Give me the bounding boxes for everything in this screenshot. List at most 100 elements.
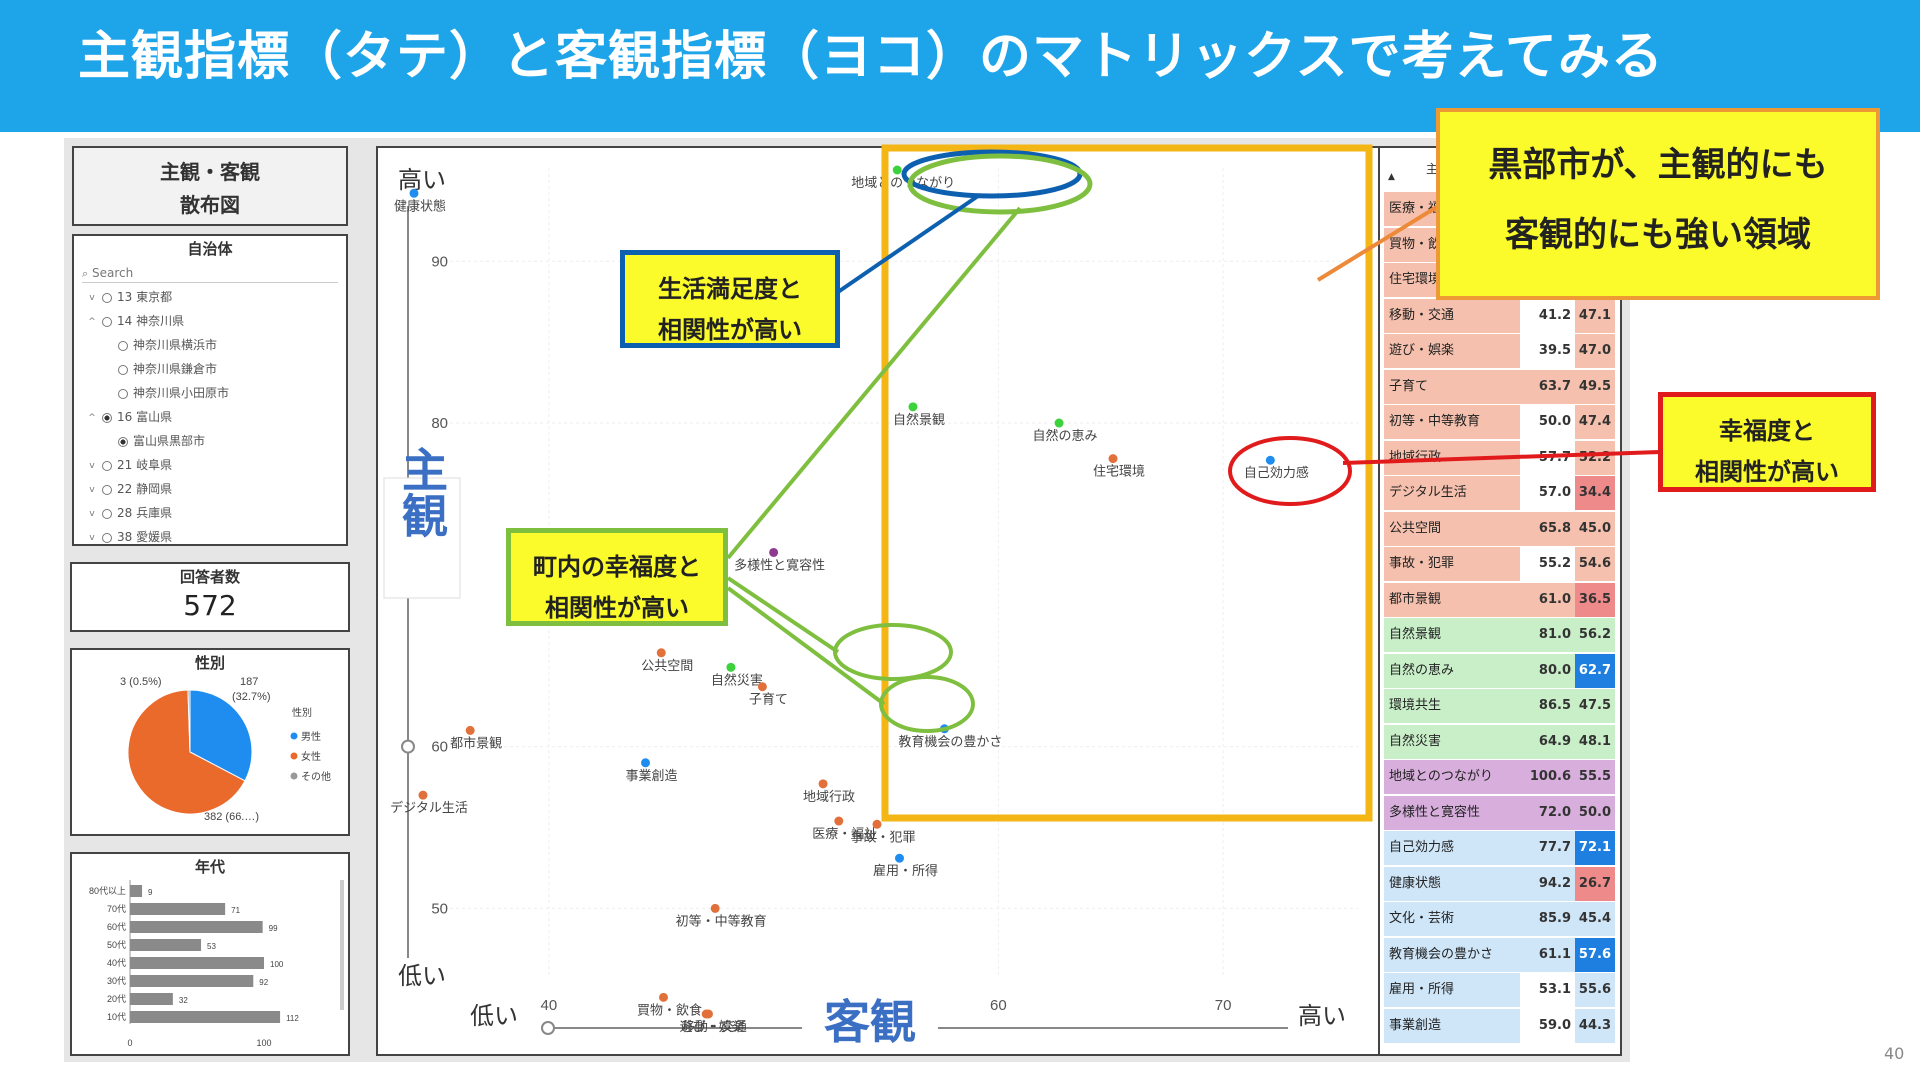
pie-legend-item: 女性 xyxy=(301,750,321,763)
radio-icon[interactable] xyxy=(118,436,128,447)
slicer-item-label: 13 東京都 xyxy=(117,290,173,304)
scatter-point[interactable] xyxy=(834,816,844,826)
chevron-up-icon[interactable]: ^ xyxy=(88,316,96,327)
pie-slice[interactable] xyxy=(187,689,191,753)
radio-icon[interactable] xyxy=(102,484,112,495)
y-axis-slider-handle[interactable] xyxy=(401,739,415,754)
chevron-up-icon[interactable]: ^ xyxy=(88,412,96,423)
slicer-item[interactable]: 神奈川県鎌倉市 xyxy=(86,357,346,381)
age-bar[interactable] xyxy=(130,957,264,969)
pie-slice[interactable] xyxy=(189,689,253,782)
radio-icon[interactable] xyxy=(118,340,128,351)
age-bar[interactable] xyxy=(130,921,263,933)
scatter-point[interactable] xyxy=(701,1009,711,1019)
age-axis-tick: 0 xyxy=(127,1038,132,1048)
scatter-point[interactable] xyxy=(726,662,736,672)
scatter-point[interactable] xyxy=(1265,455,1275,465)
age-bar[interactable] xyxy=(130,993,173,1005)
scatter-point[interactable] xyxy=(769,547,779,557)
age-title: 年代 xyxy=(194,858,225,876)
age-bar[interactable] xyxy=(130,939,202,951)
age-bar[interactable] xyxy=(130,885,143,897)
table-cell-objective: 26.7 xyxy=(1575,866,1615,901)
slicer-search[interactable]: ⌕ Search xyxy=(82,263,338,283)
scatter-point[interactable] xyxy=(872,819,882,829)
scatter-point[interactable] xyxy=(818,779,828,789)
slicer-item[interactable]: 神奈川県小田原市 xyxy=(86,381,346,405)
slicer-item[interactable]: 神奈川県横浜市 xyxy=(86,333,346,357)
strong-area-line1: 黒部市が、主観的にも xyxy=(1488,145,1828,185)
age-scrollbar[interactable] xyxy=(340,880,344,1010)
scatter-point[interactable] xyxy=(418,790,428,800)
scatter-point[interactable] xyxy=(658,992,668,1002)
age-bar-value: 99 xyxy=(269,924,278,933)
radio-icon[interactable] xyxy=(102,412,112,423)
table-cell-objective: 52.2 xyxy=(1575,440,1615,475)
scatter-point[interactable] xyxy=(465,725,475,735)
slicer-item[interactable]: ^16 富山県 xyxy=(86,405,346,429)
scatter-point[interactable] xyxy=(656,648,666,658)
radio-icon[interactable] xyxy=(102,316,112,327)
radio-icon[interactable] xyxy=(118,364,128,375)
scatter-point[interactable] xyxy=(892,165,902,175)
x-axis-slider-handle[interactable] xyxy=(541,1021,555,1035)
slicer-item[interactable]: ^14 神奈川県 xyxy=(86,309,346,333)
slicer-item[interactable]: 富山県黒部市 xyxy=(86,429,346,453)
scatter-point[interactable] xyxy=(908,402,918,412)
radio-icon[interactable] xyxy=(102,460,112,471)
age-bar[interactable] xyxy=(130,975,254,987)
scatter-point[interactable] xyxy=(757,682,767,692)
chevron-down-icon[interactable]: v xyxy=(89,508,95,519)
table-sort-icon[interactable]: ▲ xyxy=(1388,172,1395,182)
slicer-item[interactable]: v 13 東京都 xyxy=(86,285,346,309)
table-cell-subjective: 85.9 xyxy=(1520,902,1575,936)
chevron-down-icon[interactable]: v xyxy=(89,460,95,471)
radio-icon[interactable] xyxy=(102,532,112,543)
pie-slice[interactable] xyxy=(127,689,246,815)
scatter-point[interactable] xyxy=(1108,454,1118,464)
pie-label-male-count: 187 xyxy=(240,676,258,688)
radio-icon[interactable] xyxy=(102,508,112,519)
age-bar[interactable] xyxy=(130,903,226,915)
chevron-down-icon[interactable]: v xyxy=(89,484,95,495)
radio-icon[interactable] xyxy=(118,388,128,399)
age-bar[interactable] xyxy=(130,1011,281,1023)
chevron-down-icon[interactable]: v xyxy=(89,292,95,303)
scatter-point[interactable] xyxy=(409,188,419,198)
scatter-point[interactable] xyxy=(641,758,651,768)
scatter-point[interactable] xyxy=(710,903,720,913)
y-tick-label: 90 xyxy=(431,253,448,270)
scatter-point[interactable] xyxy=(894,853,904,863)
scatter-point[interactable] xyxy=(939,724,949,734)
radio-icon[interactable] xyxy=(102,292,112,303)
scatter-point[interactable] xyxy=(1054,418,1064,428)
age-row-label: 80代以上 xyxy=(89,886,126,896)
chevron-down-icon[interactable]: v xyxy=(89,532,95,543)
